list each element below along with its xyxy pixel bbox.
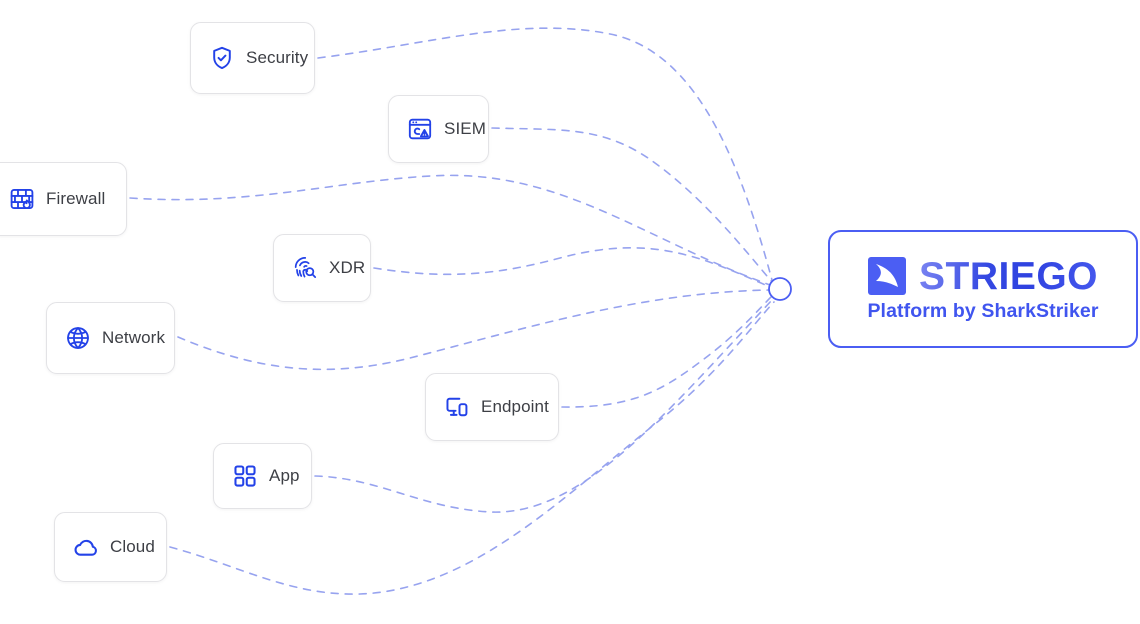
edge-network-to-hub xyxy=(177,289,771,371)
fingerprint-search-icon xyxy=(292,255,318,281)
globe-icon xyxy=(65,325,91,351)
node-siem[interactable]: SIEM xyxy=(388,95,489,163)
convergence-hub xyxy=(768,277,792,301)
shield-check-icon xyxy=(209,45,235,71)
platform-tagline: Platform by SharkStriker xyxy=(867,299,1099,322)
cloud-icon xyxy=(73,534,99,560)
node-cloud[interactable]: Cloud xyxy=(54,512,167,582)
node-security[interactable]: Security xyxy=(190,22,315,94)
edge-firewall-to-hub xyxy=(129,174,771,286)
endpoint-monitor-icon xyxy=(444,394,470,420)
siem-window-alert-icon xyxy=(407,116,433,142)
node-endpoint[interactable]: Endpoint xyxy=(425,373,559,441)
edge-xdr-to-hub xyxy=(373,247,771,288)
striego-fin-mark-icon xyxy=(867,257,906,296)
firewall-brick-flame-icon xyxy=(9,186,35,212)
node-label-xdr: XDR xyxy=(329,258,366,277)
node-app[interactable]: App xyxy=(213,443,312,509)
node-label-cloud: Cloud xyxy=(110,537,155,556)
app-grid-icon xyxy=(232,463,258,489)
striego-wordmark: STRIEGO xyxy=(918,254,1099,298)
edge-siem-to-hub xyxy=(491,127,773,283)
node-label-endpoint: Endpoint xyxy=(481,397,549,416)
node-label-app: App xyxy=(269,466,300,485)
node-label-siem: SIEM xyxy=(444,119,486,138)
node-xdr[interactable]: XDR xyxy=(273,234,371,302)
node-label-firewall: Firewall xyxy=(46,189,106,208)
edge-security-to-hub xyxy=(317,27,773,281)
edge-endpoint-to-hub xyxy=(561,295,773,408)
node-label-network: Network xyxy=(102,328,166,347)
node-network[interactable]: Network xyxy=(46,302,175,374)
node-firewall[interactable]: Firewall xyxy=(0,162,127,236)
node-label-security: Security xyxy=(246,48,309,67)
brand-row: STRIEGO xyxy=(867,254,1099,298)
platform-card[interactable]: STRIEGO Platform by SharkStriker xyxy=(828,230,1138,348)
